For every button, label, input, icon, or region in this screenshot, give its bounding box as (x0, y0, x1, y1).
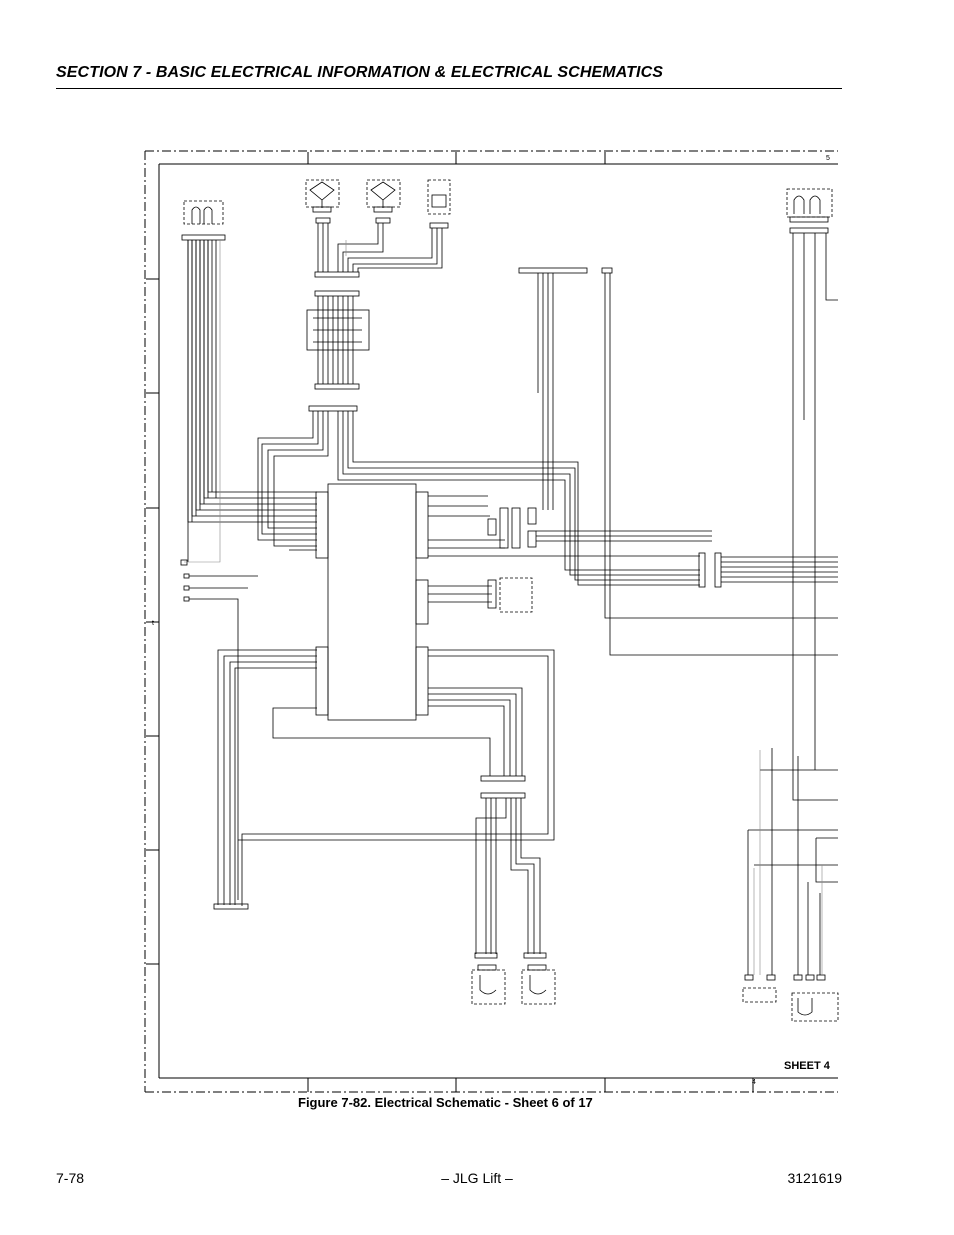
zone-label-bottom: 4 (752, 1079, 756, 1086)
header-rule (56, 88, 842, 89)
section-title: SECTION 7 - BASIC ELECTRICAL INFORMATION… (56, 64, 664, 81)
zone-label-left: t (152, 620, 154, 627)
figure-caption: Figure 7-82. Electrical Schematic - Shee… (298, 1095, 593, 1110)
inner-frame (158, 163, 838, 1079)
zone-label-top: 5 (826, 155, 830, 162)
footer-center-text: – JLG Lift – (441, 1170, 513, 1186)
document-number: 3121619 (787, 1170, 842, 1186)
page-number: 7-78 (56, 1170, 85, 1186)
outer-frame (144, 150, 838, 1093)
sheet-label: SHEET 4 (784, 1060, 831, 1072)
